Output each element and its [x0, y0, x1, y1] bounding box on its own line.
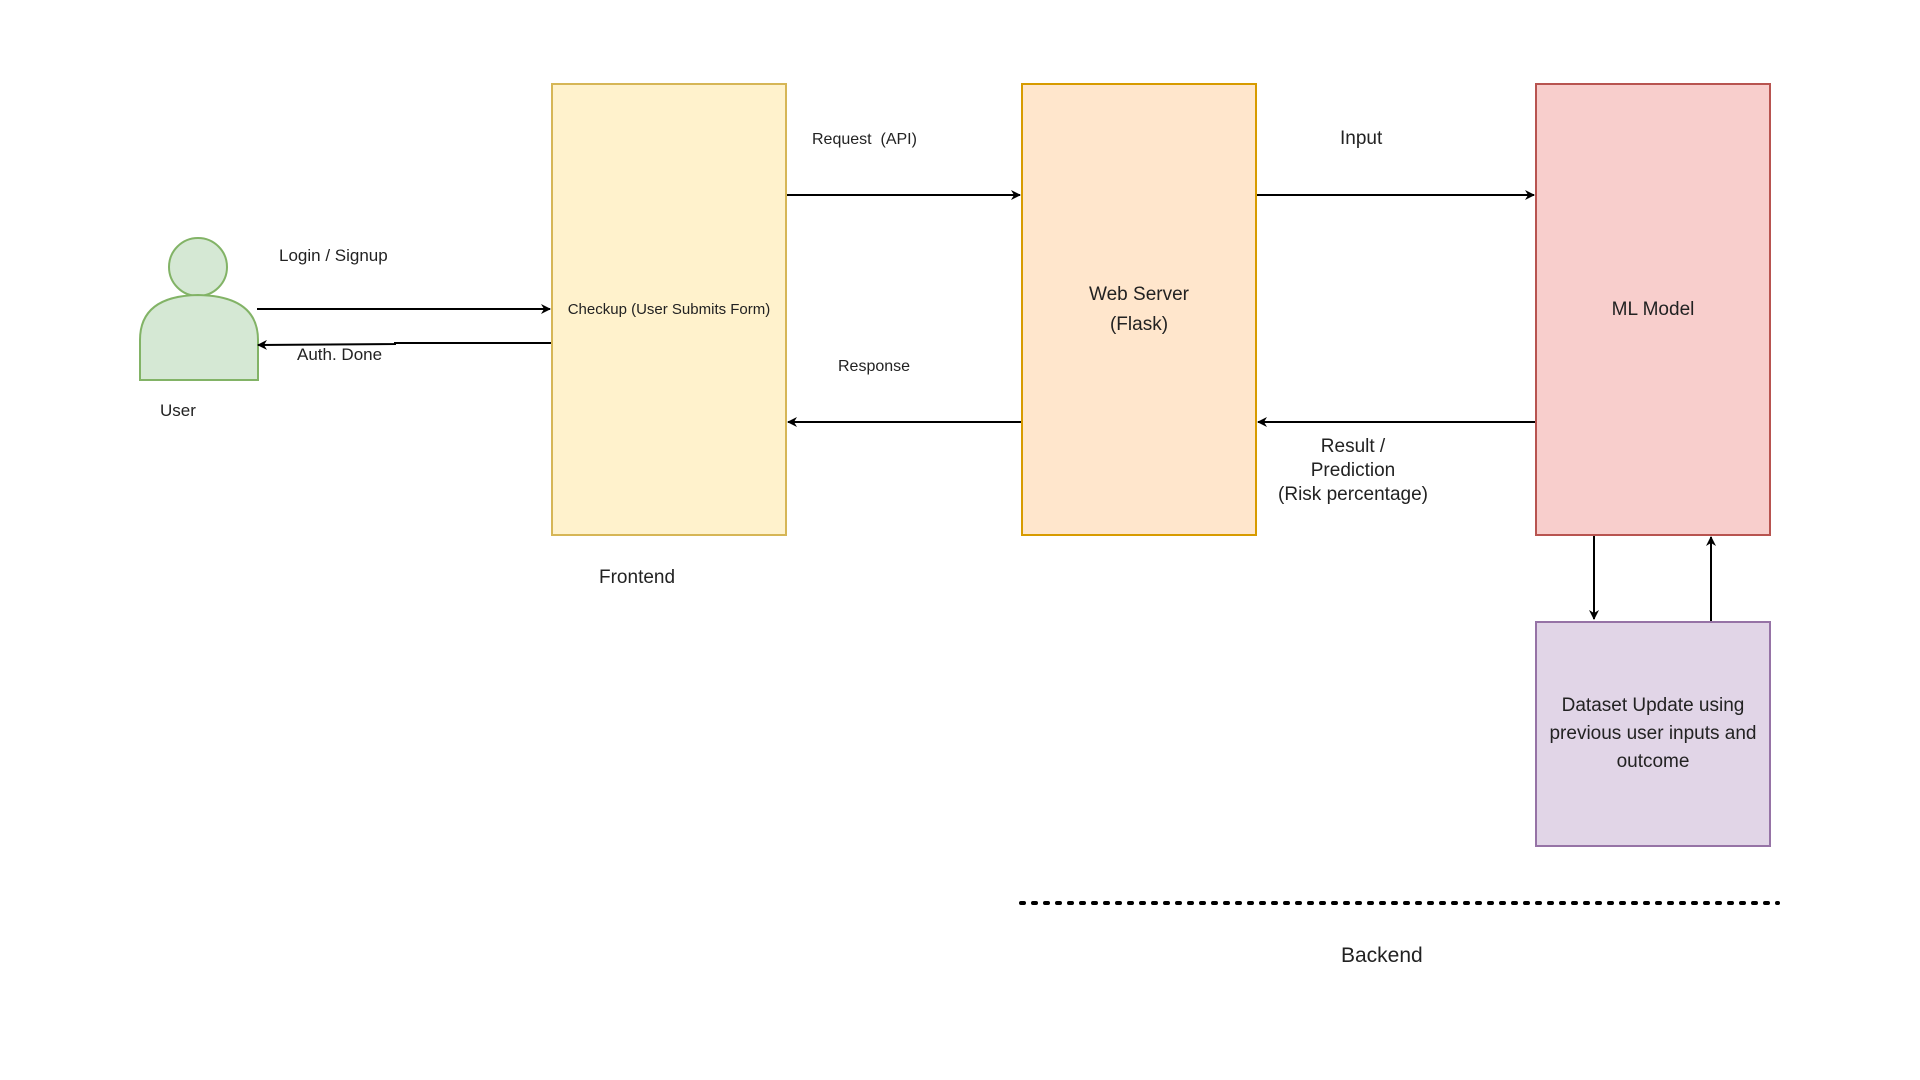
request-api-label: Request (API) — [812, 131, 917, 148]
frontend-form-node: Checkup (User Submits Form) — [551, 83, 787, 536]
dataset-update-label: Dataset Update using previous user input… — [1549, 695, 1757, 772]
ml-model-label: ML Model — [1611, 298, 1695, 320]
login-signup-label: Login / Signup — [279, 246, 388, 265]
input-label: Input — [1340, 128, 1383, 149]
user-icon — [139, 237, 259, 381]
user-label: User — [160, 401, 196, 420]
auth-done-label: Auth. Done — [297, 345, 383, 364]
backend-group-label: Backend — [1341, 944, 1423, 967]
auth-arrow — [257, 339, 553, 350]
result-prediction-label: Result / Prediction (Risk percentage) — [1278, 436, 1428, 505]
web-server-label: Web Server (Flask) — [1089, 283, 1189, 335]
web-server-node: Web Server (Flask) — [1021, 83, 1257, 536]
frontend-group-label: Frontend — [599, 567, 676, 588]
response-label: Response — [838, 358, 911, 375]
frontend-form-label: Checkup (User Submits Form) — [567, 301, 771, 318]
dataset-update-node: Dataset Update using previous user input… — [1535, 621, 1771, 847]
ml-model-node: ML Model — [1535, 83, 1771, 536]
